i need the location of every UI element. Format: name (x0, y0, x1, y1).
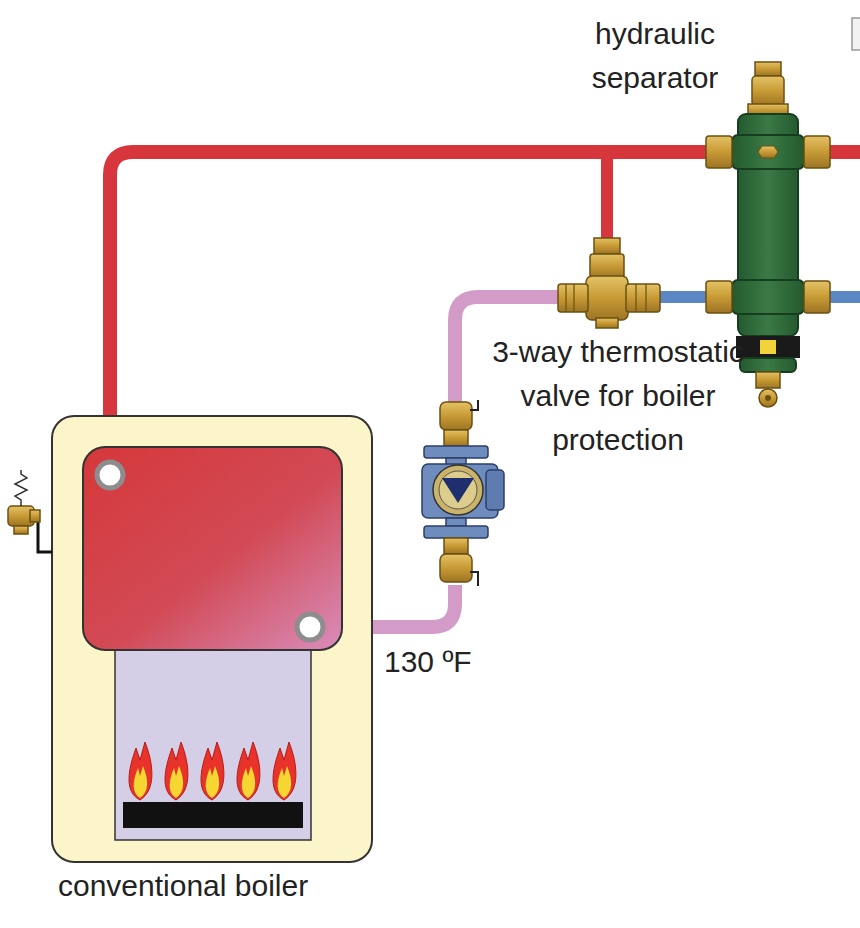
corner-mark (852, 18, 860, 50)
flame (129, 742, 152, 800)
flame (273, 742, 296, 800)
flame (165, 742, 188, 800)
flame-core (134, 766, 147, 798)
flame (201, 742, 224, 800)
flame-core (170, 766, 183, 798)
flame (237, 742, 260, 800)
supply-branch-pipe (601, 152, 613, 250)
flame-core (242, 766, 255, 798)
part-name: hydraulic separator (545, 12, 765, 100)
conventional-boiler (52, 416, 372, 862)
circulator-pump (422, 400, 504, 586)
flame-core (278, 766, 291, 798)
part-name: conventional boiler (58, 864, 308, 908)
part-name: 3-way thermostatic valve for boiler prot… (482, 330, 754, 462)
relief-valve (8, 470, 52, 552)
temperature-label: 130 ºF (384, 640, 472, 684)
flame-core (206, 766, 219, 798)
thermostatic-valve (558, 238, 660, 328)
